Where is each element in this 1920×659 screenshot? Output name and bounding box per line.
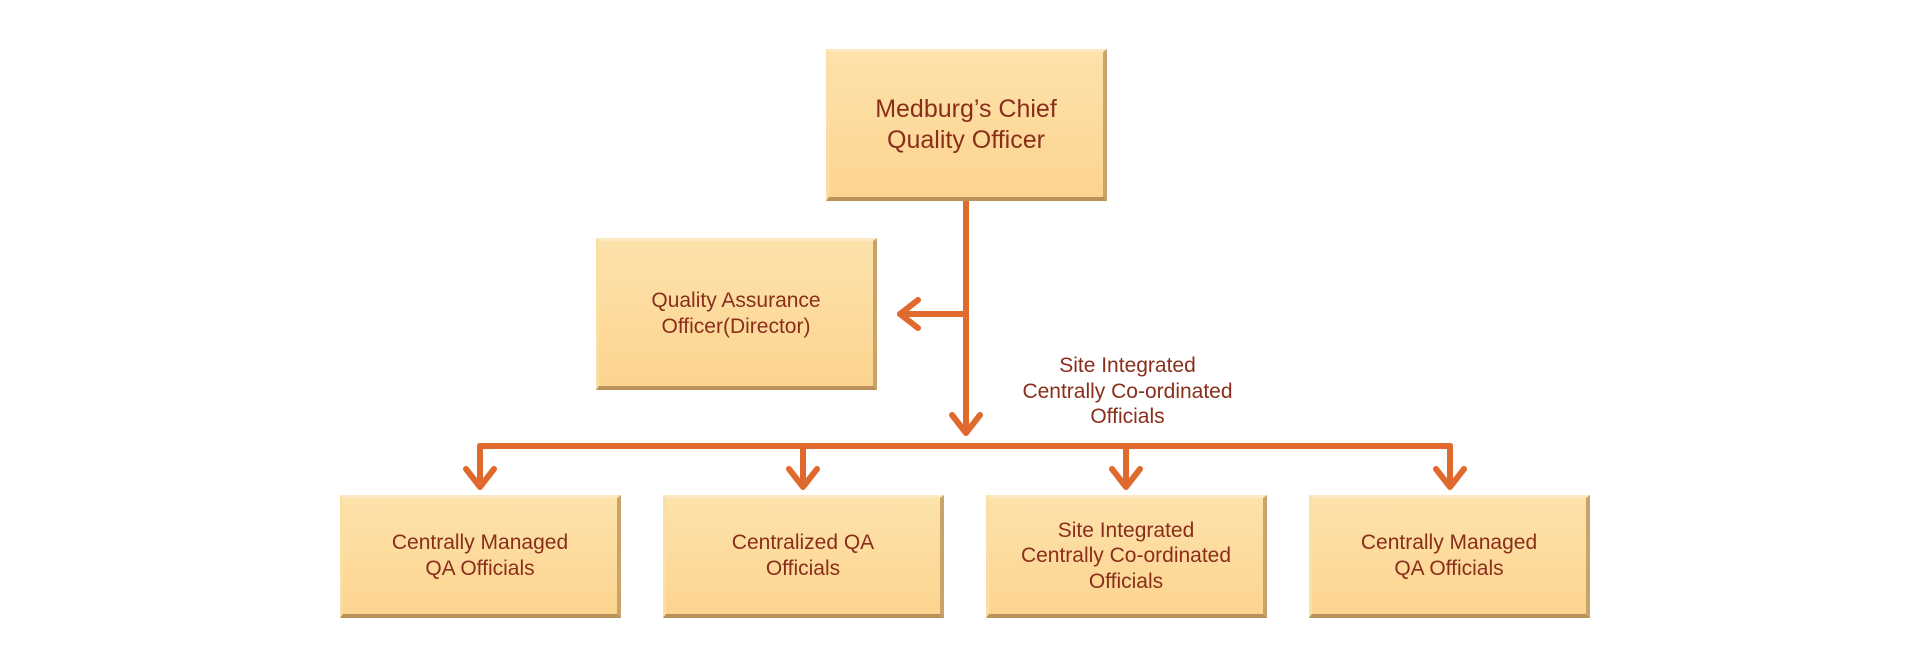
chief-quality-officer-label: Medburg’s Chief Quality Officer: [875, 95, 1057, 154]
bottom-box-3-label: Site Integrated Centrally Co-ordinated O…: [1020, 518, 1232, 593]
chief-quality-officer-box: Medburg’s Chief Quality Officer: [826, 49, 1107, 201]
bottom-box-1: Centrally Managed QA Officials: [340, 495, 621, 618]
drop-arrowhead-1: [463, 466, 497, 490]
bottom-box-4-label: Centrally Managed QA Officials: [1360, 531, 1538, 580]
qa-officer-director-label: Quality Assurance Officer(Director): [651, 288, 821, 338]
bottom-box-2: Centralized QA Officials: [663, 495, 944, 618]
bottom-box-4: Centrally Managed QA Officials: [1309, 495, 1590, 618]
drop-arrowhead-3: [1109, 466, 1143, 490]
qa-officer-director-box: Quality Assurance Officer(Director): [596, 238, 877, 390]
drop-arrowhead-4: [1433, 466, 1467, 490]
bottom-box-3: Site Integrated Centrally Co-ordinated O…: [986, 495, 1267, 618]
trunk-arrowhead: [949, 412, 983, 436]
bottom-box-1-label: Centrally Managed QA Officials: [391, 531, 569, 580]
drop-arrowhead-2: [786, 466, 820, 490]
bottom-box-2-label: Centralized QA Officials: [731, 531, 875, 580]
branch-label: Site Integrated Centrally Co-ordinated O…: [1022, 354, 1233, 429]
director-arrowhead: [897, 297, 921, 331]
